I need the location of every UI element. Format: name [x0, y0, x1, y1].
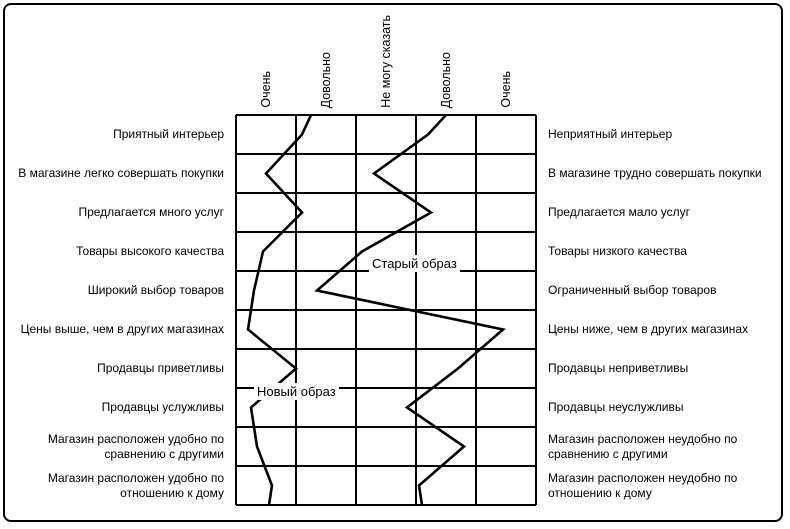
row-label-left: Товары высокого качества	[76, 244, 224, 258]
row-label-left: Магазин расположен удобно по сравнению с…	[47, 431, 224, 461]
row-label-right: Неприятный интерьер	[548, 127, 673, 141]
row-label-left: Магазин расположен удобно по отношению к…	[47, 470, 224, 500]
scale-header-label: Довольно	[319, 51, 333, 108]
series-label-new: Новый образ	[254, 383, 339, 400]
scale-header: Очень	[236, 6, 296, 108]
scale-header: Не могу сказать	[356, 6, 416, 108]
scale-header-label: Довольно	[439, 51, 453, 108]
row-label-right: Цены ниже, чем в других магазинах	[548, 322, 749, 336]
row-label-right: Продавцы неприветливы	[548, 361, 689, 375]
scale-header: Очень	[476, 6, 536, 108]
scale-headers: Очень Довольно Не могу сказать Довольно Очен…	[236, 6, 536, 108]
row-label-right: Магазин расположен неудобно по сравнению…	[548, 431, 738, 461]
row-label-right: Магазин расположен неудобно по отношению…	[548, 470, 738, 500]
row-label-right: Товары низкого качества	[548, 244, 687, 258]
row-label-left: В магазине легко совершать покупки	[18, 166, 224, 180]
scale-header: Довольно	[296, 6, 356, 108]
row-label-left: Широкий выбор товаров	[87, 283, 224, 297]
series-label-old: Старый образ	[369, 255, 460, 272]
row-label-left: Цены выше, чем в других магазинах	[20, 322, 224, 336]
row-label-right: Ограниченный выбор товаров	[548, 283, 717, 297]
series-line-new	[246, 114, 313, 506]
row-label-left: Приятный интерьер	[113, 127, 224, 141]
row-label-left: Продавцы приветливы	[97, 361, 224, 375]
row-label-right: В магазине трудно совершать покупки	[548, 166, 762, 180]
scale-header-label: Очень	[259, 71, 273, 108]
row-label-right: Продавцы неуслужливы	[548, 400, 684, 414]
scale-header-label: Очень	[499, 71, 513, 108]
row-labels-right: Неприятный интерьер В магазине трудно сов…	[548, 115, 782, 505]
scale-header-label: Не могу сказать	[379, 15, 393, 108]
scale-header: Довольно	[416, 6, 476, 108]
row-label-left: Предлагается много услуг	[78, 205, 224, 219]
row-label-left: Продавцы услужливы	[101, 400, 224, 414]
row-label-right: Предлагается мало услуг	[548, 205, 690, 219]
row-labels-left: Приятный интерьер В магазине легко соверш…	[6, 115, 230, 505]
series-line-old	[314, 114, 506, 506]
